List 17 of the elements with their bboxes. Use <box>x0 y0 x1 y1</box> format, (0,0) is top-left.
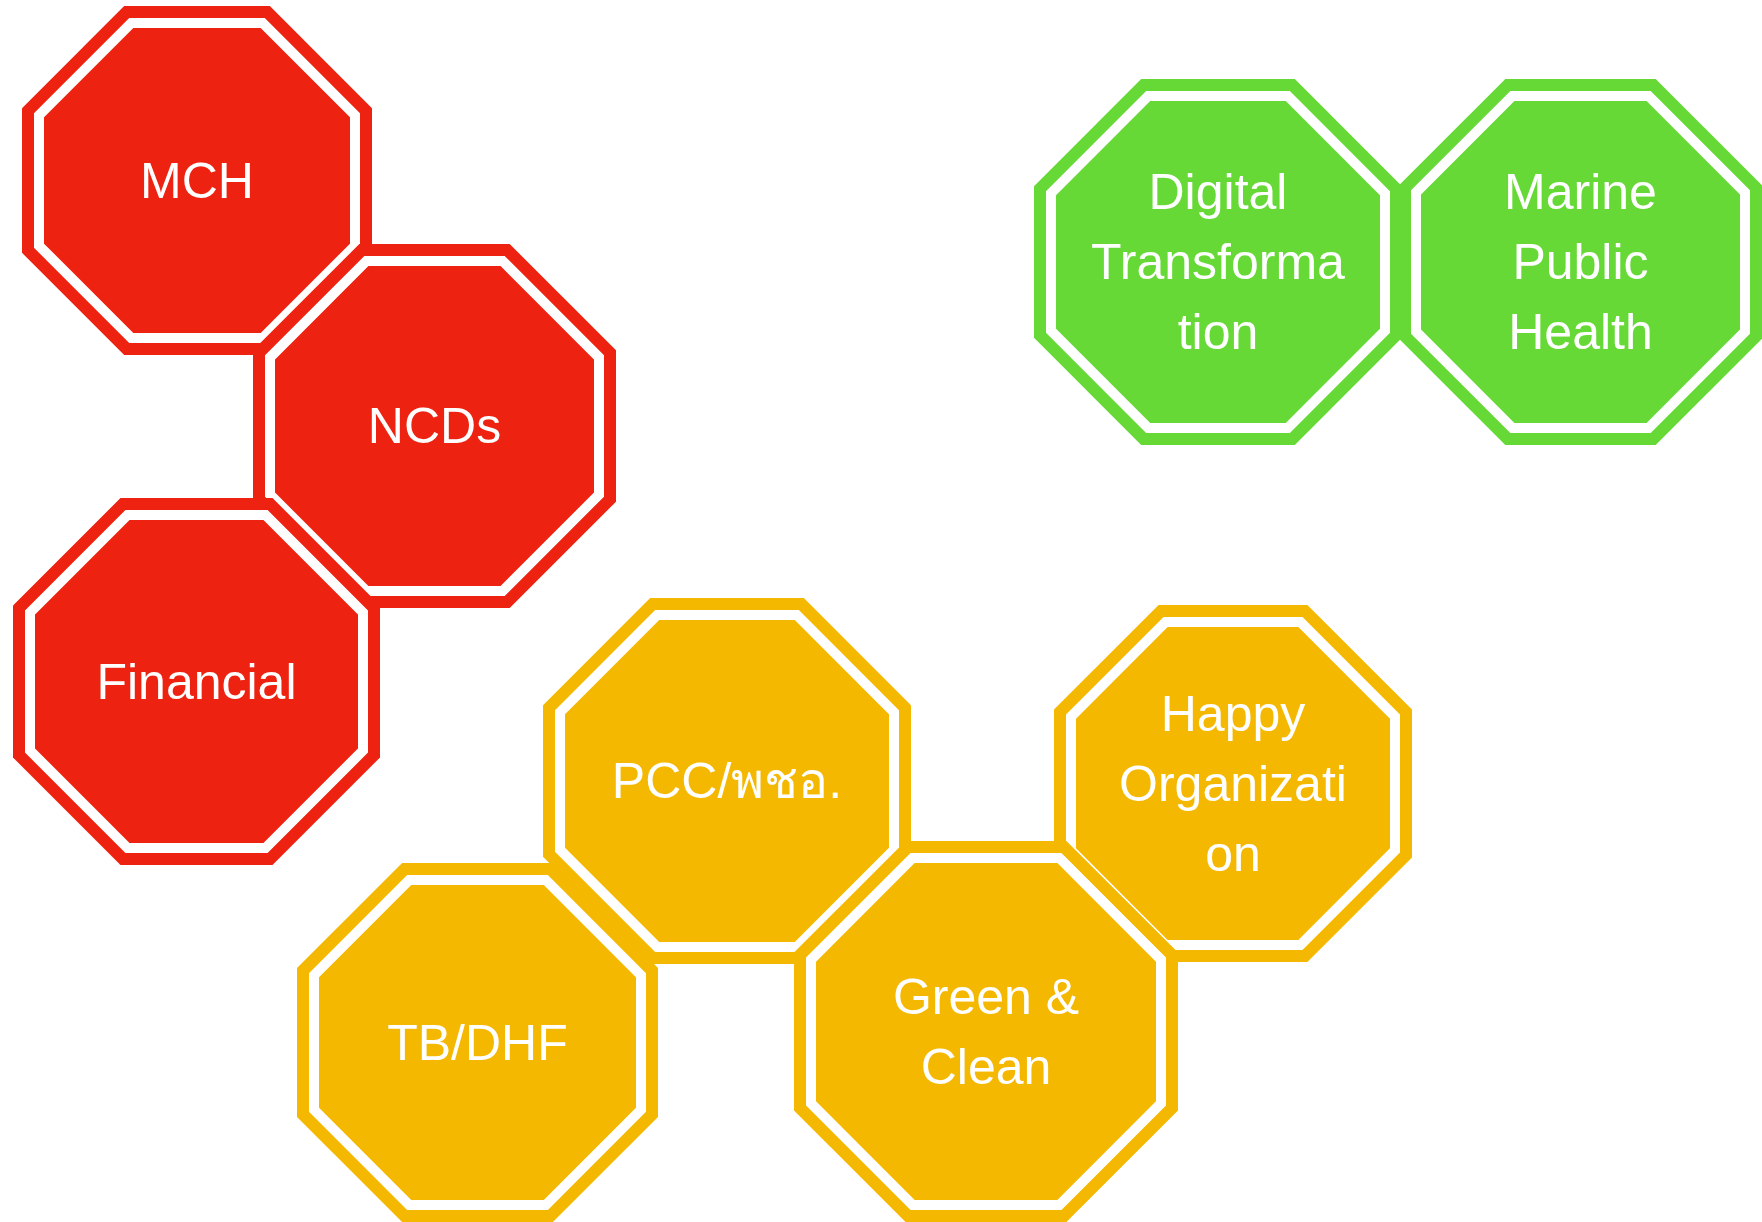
node-label: NCDs <box>366 397 503 456</box>
octagon-badge <box>22 6 372 355</box>
octagon-badge <box>297 863 658 1222</box>
node-label: Happy Organizati on <box>1118 684 1348 884</box>
octagon-badge <box>13 498 380 865</box>
node-label: Digital Transforma tion <box>1090 163 1346 362</box>
node-label: TB/DHF <box>386 1013 569 1073</box>
octagon-badge <box>1399 79 1762 445</box>
octagon-badge <box>794 841 1178 1222</box>
node-label: Financial <box>95 652 298 712</box>
node-label: MCH <box>139 151 255 211</box>
node-label: PCC/พชอ. <box>610 752 844 811</box>
octagon-badge <box>253 244 616 608</box>
node-label: Marine Public Health <box>1503 163 1658 362</box>
node-label: Green & Clean <box>891 967 1081 1097</box>
octagon-badge <box>1034 79 1402 445</box>
octagon-badge <box>1054 605 1412 962</box>
